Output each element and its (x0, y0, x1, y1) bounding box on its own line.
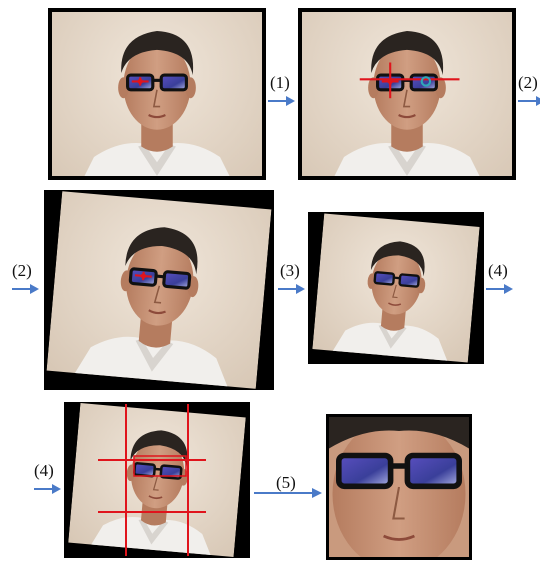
step-1-label: (1) (270, 73, 290, 92)
right-arrow-icon (254, 488, 322, 498)
step-5-label: (5) (276, 473, 296, 492)
step-3-label: (3) (280, 261, 300, 280)
step-4-label-right: (4) (488, 261, 508, 280)
right-arrow-icon (278, 284, 305, 294)
right-arrow-icon (518, 96, 540, 106)
cropped-face-image (326, 414, 472, 560)
original-image (48, 8, 266, 180)
right-arrow-icon (34, 484, 61, 494)
step-4-label: (4) (34, 461, 54, 480)
right-arrow-icon (12, 284, 39, 294)
rotated-image (44, 190, 274, 390)
step-2-label: (2) (12, 261, 32, 280)
right-arrow-icon (268, 96, 295, 106)
face-grid-image (64, 402, 250, 558)
right-arrow-icon (486, 284, 513, 294)
eye-detection-image (298, 8, 516, 180)
step-2-label-top: (2) (518, 73, 538, 92)
scaled-image (308, 212, 484, 364)
